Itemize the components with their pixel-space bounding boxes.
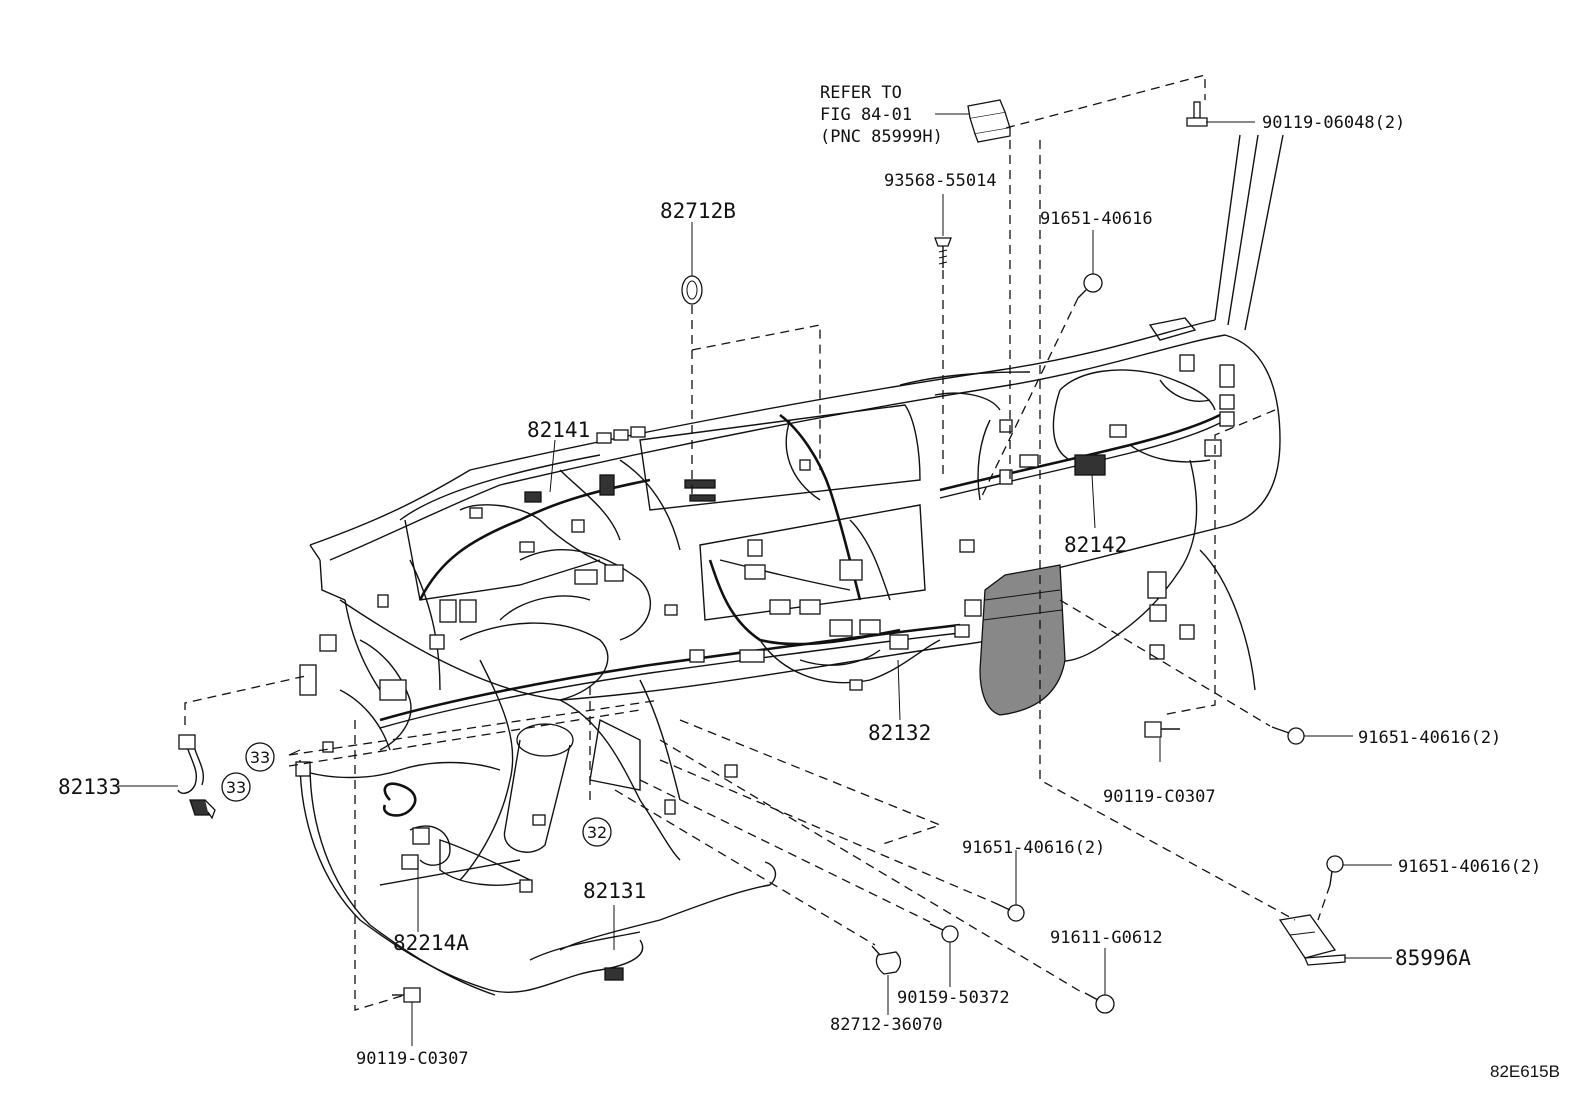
main-harness-82141 xyxy=(339,413,961,751)
bolt-icon xyxy=(1084,992,1115,1014)
svg-text:33: 33 xyxy=(250,748,270,767)
label-85996a: 85996A xyxy=(1395,946,1471,970)
refer-line-1: REFER TO xyxy=(820,83,902,103)
circle-ref-32: 32 xyxy=(582,817,612,847)
label-82141: 82141 xyxy=(527,418,590,442)
bolt-icon xyxy=(1271,726,1305,745)
label-82142: 82142 xyxy=(1064,533,1127,557)
bolt-icon xyxy=(929,923,959,943)
label-82133: 82133 xyxy=(58,775,121,799)
bolt-icon xyxy=(1144,721,1180,738)
label-82132: 82132 xyxy=(868,721,931,745)
label-82712b: 82712B xyxy=(660,199,736,223)
assembly-lines xyxy=(184,74,1331,1011)
label-82131: 82131 xyxy=(583,879,646,903)
label-82214a: 82214A xyxy=(393,931,469,955)
bolt-icon xyxy=(1326,855,1344,886)
hardware xyxy=(178,99,1346,1014)
circle-ref-33-upper: 33 xyxy=(245,742,275,772)
label-91611-g0612: 91611-G0612 xyxy=(1050,928,1163,948)
sensor-connector-icon xyxy=(178,734,216,820)
label-82712-36070: 82712-36070 xyxy=(830,1015,943,1035)
refer-line-3: (PNC 85999H) xyxy=(820,127,943,147)
instrument-panel-outline xyxy=(309,134,1284,886)
leader-lines xyxy=(118,113,1392,1046)
harness-82214A xyxy=(299,761,501,866)
harness-82132 xyxy=(759,639,941,684)
connectors xyxy=(295,354,1235,981)
bolt-icon xyxy=(994,902,1025,922)
label-91651-40616-top: 91651-40616 xyxy=(1040,209,1153,229)
svg-text:32: 32 xyxy=(587,823,607,842)
harness-82131 xyxy=(299,759,777,996)
clip-icon xyxy=(681,275,703,305)
svg-text:33: 33 xyxy=(226,778,246,797)
bracket-85996a-icon xyxy=(1278,914,1346,966)
bolt-icon xyxy=(1186,101,1208,127)
harness-82142 xyxy=(939,369,1221,662)
label-91651-40616-bottom-right: 91651-40616(2) xyxy=(1398,857,1541,877)
figure-code: 82E615B xyxy=(1490,1062,1560,1081)
label-90119-06048: 90119-06048(2) xyxy=(1262,113,1405,133)
circle-ref-33-lower: 33 xyxy=(221,772,251,802)
refer-line-2: FIG 84-01 xyxy=(820,105,912,125)
label-90119-c0307-bottom: 90119-C0307 xyxy=(356,1049,469,1069)
label-93568-55014: 93568-55014 xyxy=(884,171,997,191)
part-labels: REFER TO FIG 84-01 (PNC 85999H) 90119-06… xyxy=(58,83,1560,1081)
screw-icon xyxy=(934,237,952,268)
clip-icon xyxy=(871,945,902,975)
label-91651-40616-mid: 91651-40616(2) xyxy=(962,838,1105,858)
label-91651-40616-right: 91651-40616(2) xyxy=(1358,728,1501,748)
bolt-icon xyxy=(392,987,421,1003)
bracket-85999h-icon xyxy=(967,99,1011,143)
label-90119-c0307-right: 90119-C0307 xyxy=(1103,787,1216,807)
bolt-icon xyxy=(1077,273,1103,299)
label-90159-50372: 90159-50372 xyxy=(897,988,1010,1008)
